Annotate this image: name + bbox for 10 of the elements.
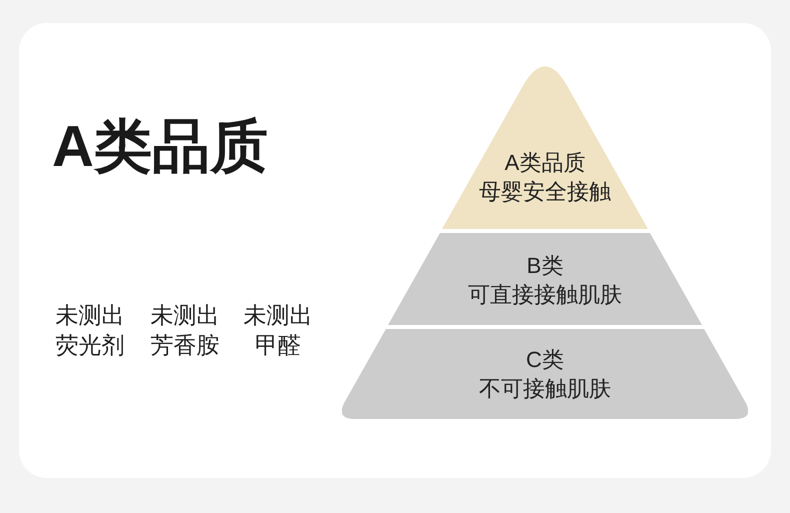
tier-description: 不可接触肌肤: [479, 375, 611, 403]
tier-description: 母婴安全接触: [479, 178, 611, 206]
test-result-label: 未测出甲醛: [242, 301, 314, 360]
heading: A类品质: [52, 113, 268, 181]
tier-description: 可直接接触肌肤: [468, 281, 622, 309]
tier-heading: B类: [526, 252, 564, 280]
test-result-label: 未测出荧光剂: [54, 301, 126, 360]
test-result-label: 未测出芳香胺: [150, 301, 220, 360]
tier-heading: C类: [526, 346, 564, 374]
tier-heading: A类品质: [504, 148, 586, 176]
